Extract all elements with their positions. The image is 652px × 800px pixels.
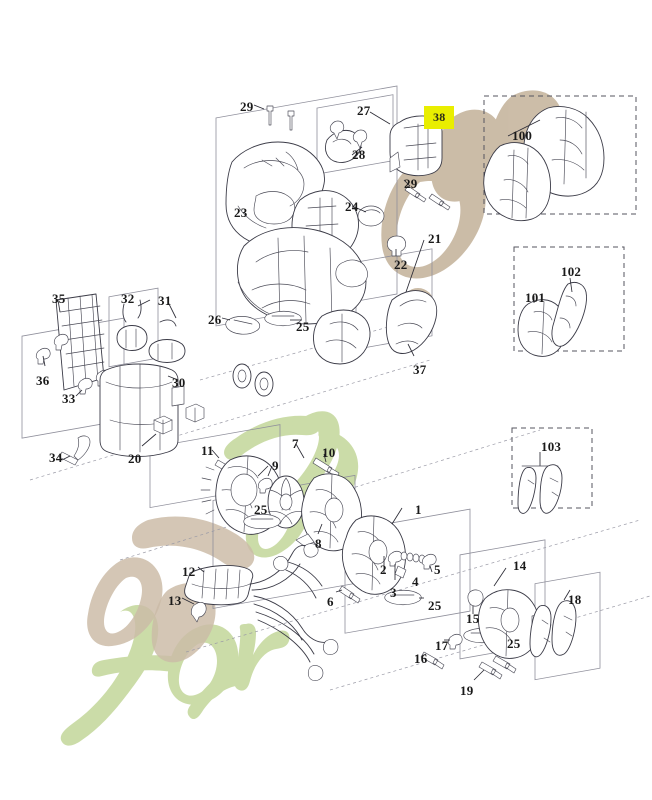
callout-9: 9 — [272, 458, 279, 473]
callout-32: 32 — [121, 291, 135, 306]
callout-24: 24 — [345, 199, 359, 214]
callout-25: 25 — [428, 598, 442, 613]
callout-101: 101 — [525, 290, 546, 305]
callout-6: 6 — [327, 594, 334, 609]
callout-11: 11 — [201, 443, 214, 458]
callout-102: 102 — [561, 264, 582, 279]
callout-38-highlighted[interactable]: 38 — [424, 106, 455, 129]
callout-14: 14 — [513, 558, 527, 573]
callout-12: 12 — [182, 564, 196, 579]
callout-18: 18 — [568, 592, 582, 607]
part-1-motor-assembly — [342, 507, 437, 595]
part-20-tray-items — [141, 403, 205, 447]
part-27-28-cap-clip — [325, 111, 391, 163]
callout-25: 25 — [507, 636, 521, 651]
part-100-housing-kit — [483, 106, 605, 222]
part-24-chassis — [237, 190, 385, 325]
callout-10: 10 — [322, 445, 336, 460]
callout-30: 30 — [172, 375, 186, 390]
callout-100: 100 — [512, 128, 533, 143]
callout-34: 34 — [49, 450, 63, 465]
callout-13: 13 — [168, 593, 182, 608]
part-fasteners-lower — [335, 585, 517, 681]
box-motor-group — [344, 508, 471, 634]
part-30-canister — [99, 363, 185, 457]
callout-25: 25 — [254, 502, 268, 517]
callout-17: 17 — [435, 638, 449, 653]
callout-25: 25 — [296, 319, 310, 334]
part-fan-impeller — [267, 475, 305, 529]
dashed-box-100 — [483, 95, 637, 215]
part-101-102-kit — [517, 277, 587, 357]
callout-103: 103 — [541, 439, 562, 454]
dashed-box-101-102 — [513, 246, 625, 352]
callout-27: 27 — [357, 103, 371, 118]
callout-36: 36 — [36, 373, 50, 388]
part-34-tools — [58, 435, 91, 466]
callout-5: 5 — [434, 562, 441, 577]
callout-35: 35 — [52, 291, 66, 306]
part-29-screws-right — [403, 179, 451, 211]
callout-15: 15 — [466, 611, 480, 626]
part-8-motor — [295, 473, 362, 552]
callout-1: 1 — [415, 502, 422, 517]
callout-33: 33 — [62, 391, 76, 406]
callout-2: 2 — [380, 562, 387, 577]
callout-4: 4 — [412, 574, 419, 589]
callout-7: 7 — [292, 436, 299, 451]
callout-37: 37 — [413, 362, 427, 377]
callout-29: 29 — [404, 176, 418, 191]
callout-16: 16 — [414, 651, 428, 666]
part-12-13-harness — [181, 543, 339, 681]
callout-20: 20 — [128, 451, 142, 466]
callout-23: 23 — [234, 205, 248, 220]
part-18-bracket — [529, 589, 577, 658]
callout-22: 22 — [394, 257, 408, 272]
callout-19: 19 — [460, 683, 474, 698]
callout-28: 28 — [352, 147, 366, 162]
callout-3: 3 — [390, 585, 397, 600]
part-22-cap — [386, 235, 407, 257]
part-25-gaskets — [243, 310, 503, 644]
part-21-37-handle — [313, 239, 438, 365]
box-housing-assembly — [215, 85, 398, 327]
part-4-springs — [400, 551, 426, 564]
part-32-31-switch — [116, 299, 186, 363]
part-29-screws-top — [253, 104, 295, 131]
callout-8: 8 — [315, 536, 322, 551]
callout-29: 29 — [240, 99, 254, 114]
callout-31: 31 — [158, 293, 172, 308]
callout-21: 21 — [428, 231, 442, 246]
part-9-washer — [257, 465, 273, 494]
part-26-pad — [221, 316, 261, 335]
part-103-kit — [517, 452, 563, 514]
part-bearings — [232, 363, 274, 397]
callout-26: 26 — [208, 312, 222, 327]
